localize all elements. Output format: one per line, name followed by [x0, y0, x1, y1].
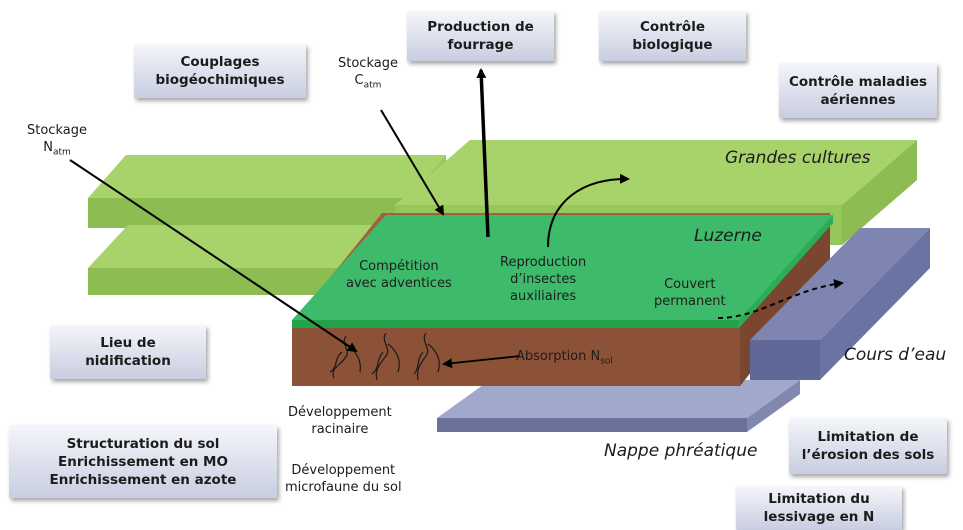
- box-line: Enrichissement en azote: [49, 471, 237, 488]
- label-line: microfaune du sol: [285, 480, 402, 495]
- label-sub: sol: [600, 356, 613, 367]
- box-line: Couplages: [180, 54, 260, 70]
- arrows: [69, 68, 844, 369]
- label-line: permanent: [654, 294, 726, 309]
- box-line: lessivage en N: [763, 509, 875, 525]
- box-structuration-sol: Structuration du sol Enrichissement en M…: [9, 425, 277, 498]
- label-line: Catm: [338, 72, 398, 95]
- box-line: biologique: [632, 37, 713, 53]
- box-line: Structuration du sol: [66, 435, 220, 452]
- arrow-stockage-n: [69, 159, 358, 353]
- label-line: Stockage: [27, 123, 87, 138]
- box-line: Limitation du: [768, 491, 870, 507]
- label-dev-racinaire: Développement racinaire: [288, 404, 392, 438]
- box-line: Lieu de: [100, 335, 156, 351]
- label-competition: Compétition avec adventices: [346, 258, 452, 292]
- label-sub: atm: [52, 147, 71, 158]
- box-controle-biologique: Contrôle biologique: [599, 11, 746, 61]
- label-line: Natm: [27, 139, 87, 162]
- luzerne-layer: [292, 215, 833, 328]
- box-line: nidification: [85, 353, 171, 369]
- box-production-fourrage: Production de fourrage: [407, 11, 554, 61]
- label-stockage-c: Stockage Catm: [338, 55, 398, 95]
- label-line: avec adventices: [346, 276, 452, 291]
- label-line: d’insectes: [510, 272, 577, 287]
- arrow-couvert: [717, 279, 844, 319]
- label-absorption: Absorption Nsol: [516, 348, 613, 371]
- label-line: Développement: [288, 405, 392, 420]
- arrow-absorption: [442, 355, 521, 369]
- label-line: Couvert: [664, 277, 716, 292]
- box-line: l’érosion des sols: [801, 447, 935, 463]
- box-controle-maladies: Contrôle maladies aériennes: [779, 63, 937, 118]
- label-line: Reproduction: [500, 255, 587, 270]
- label-line: Stockage: [338, 56, 398, 71]
- box-couplages: Couplages biogéochimiques: [134, 44, 306, 98]
- arrow-production: [476, 68, 490, 238]
- label-main: Absorption N: [516, 349, 601, 364]
- box-line: Contrôle: [640, 19, 705, 35]
- label-line: auxiliaires: [510, 289, 577, 304]
- label-main: N: [43, 140, 53, 155]
- box-lieu-nidification: Lieu de nidification: [50, 325, 206, 379]
- label-line: Compétition: [359, 259, 439, 274]
- label-line: Développement: [291, 463, 396, 478]
- layer-grandes-cultures: Grandes cultures: [725, 148, 871, 168]
- box-limitation-erosion: Limitation de l’érosion des sols: [789, 418, 947, 474]
- layer-cours-eau: Cours d’eau: [844, 345, 947, 365]
- label-couvert: Couvert permanent: [654, 276, 726, 310]
- label-line: racinaire: [311, 422, 369, 437]
- layer-luzerne: Luzerne: [694, 226, 762, 246]
- box-line: Enrichissement en MO: [58, 453, 228, 470]
- crop-field-left-front: [88, 225, 400, 295]
- label-main: C: [354, 73, 364, 88]
- box-line: aériennes: [820, 91, 896, 108]
- box-line: Production de: [427, 19, 534, 35]
- box-limitation-lessivage: Limitation du lessivage en N: [736, 486, 902, 530]
- box-line: fourrage: [447, 37, 514, 53]
- box-line: Contrôle maladies: [788, 73, 928, 90]
- box-line: biogéochimiques: [155, 72, 285, 88]
- arrow-stockage-c: [380, 109, 445, 216]
- label-dev-microfaune: Développement microfaune du sol: [285, 462, 402, 496]
- water-table: [437, 380, 800, 432]
- label-sub: atm: [363, 80, 382, 91]
- label-stockage-n: Stockage Natm: [27, 122, 87, 162]
- layer-nappe: Nappe phréatique: [604, 441, 758, 461]
- box-line: Limitation de: [817, 429, 919, 445]
- arrow-reproduction: [547, 173, 630, 248]
- label-reproduction: Reproduction d’insectes auxiliaires: [500, 254, 586, 305]
